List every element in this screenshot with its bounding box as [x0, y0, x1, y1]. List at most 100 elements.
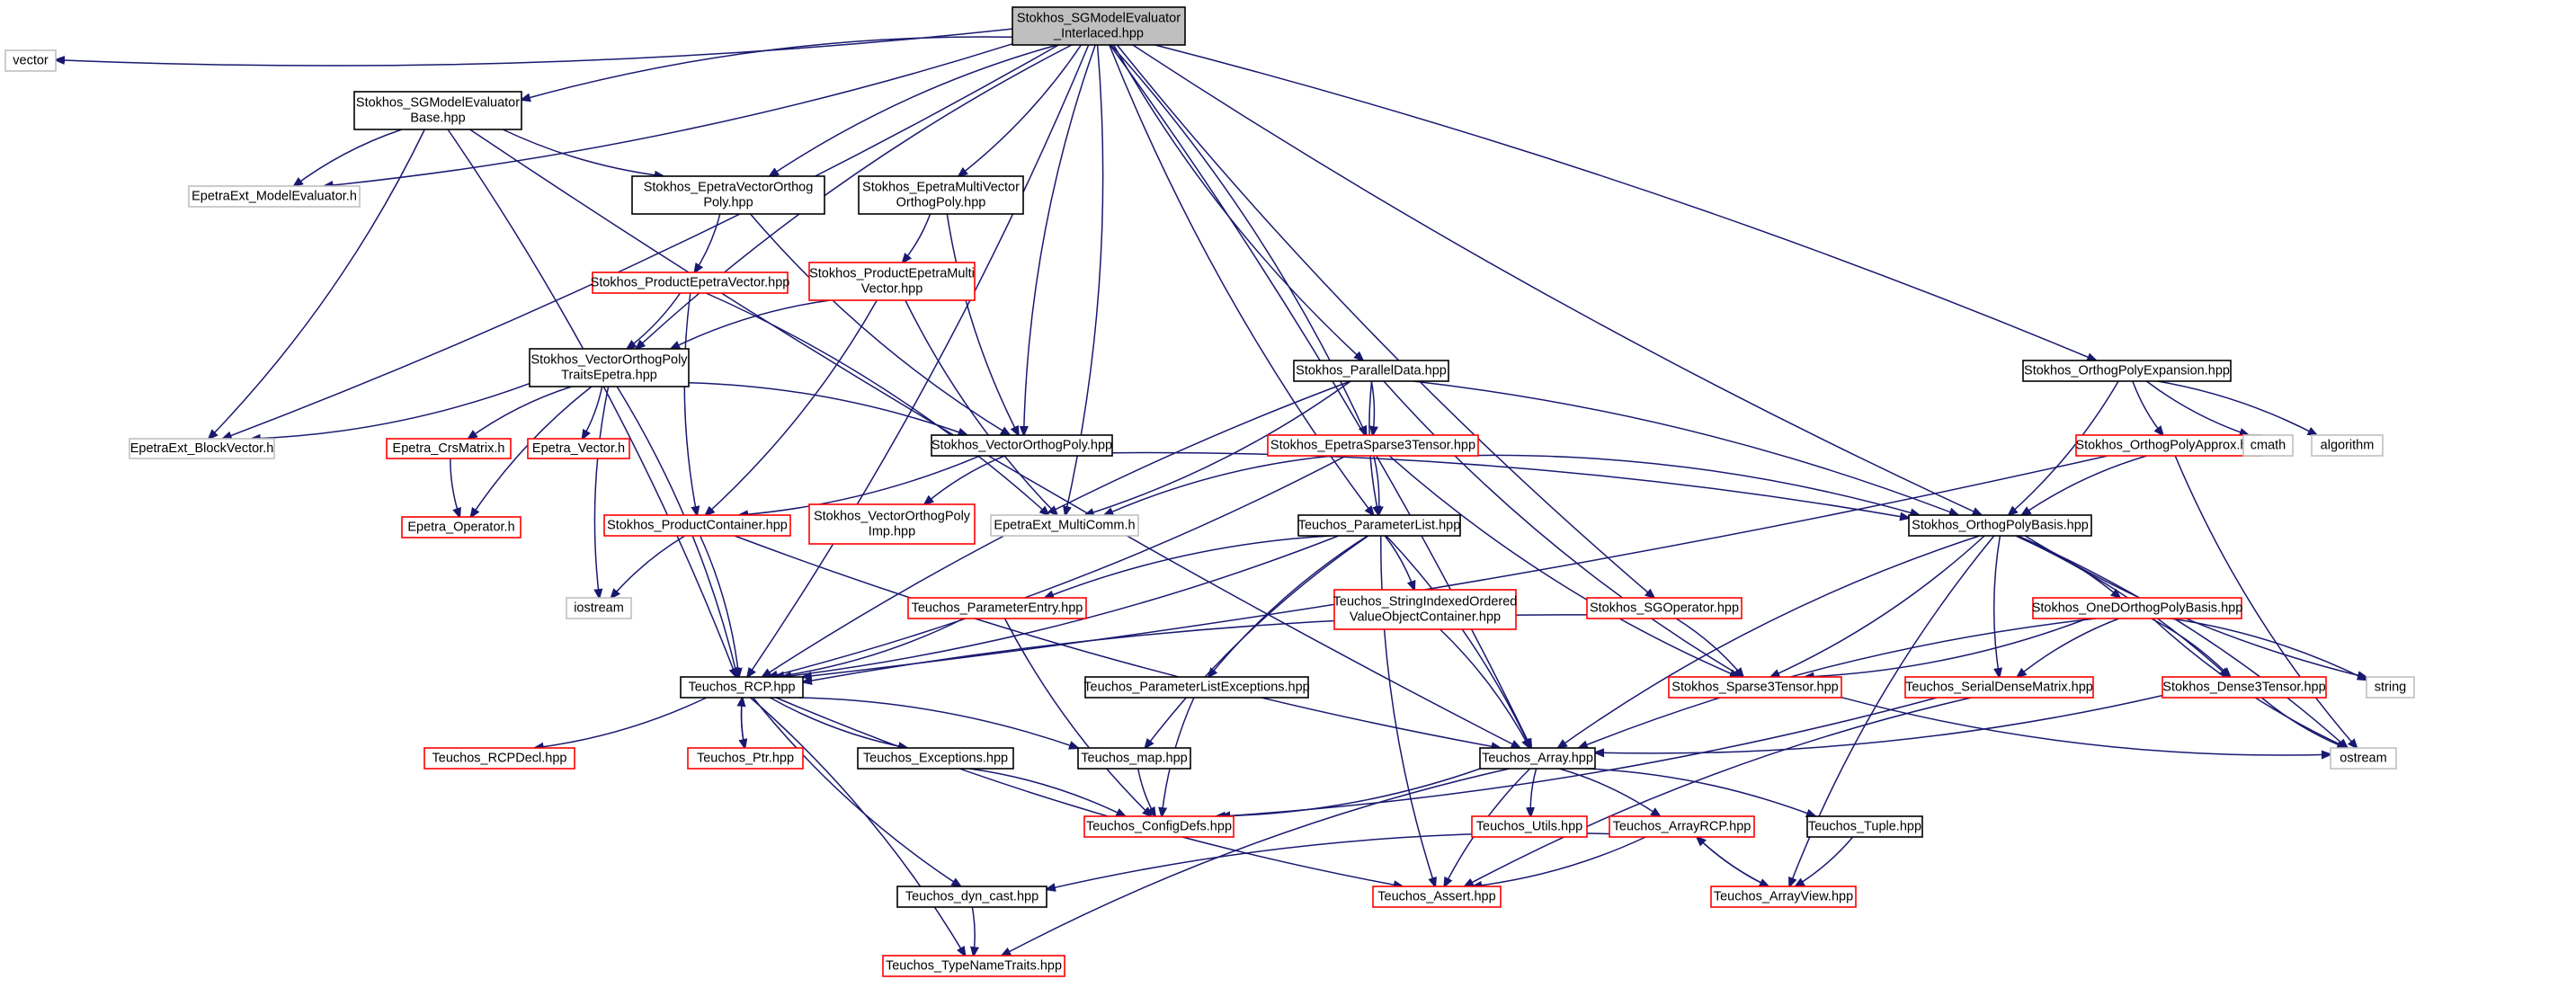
node-label-aview-0: Teuchos_ArrayView.hpp: [1714, 890, 1853, 904]
node-pentry[interactable]: Teuchos_ParameterEntry.hpp: [907, 597, 1087, 619]
node-pdata[interactable]: Stokhos_ParallelData.hpp: [1293, 360, 1449, 382]
node-pc[interactable]: Stokhos_ProductContainer.hpp: [603, 514, 791, 537]
node-algorithm[interactable]: algorithm: [2311, 434, 2384, 457]
node-d3t[interactable]: Stokhos_Dense3Tensor.hpp: [2162, 676, 2327, 699]
edge-pentry-to-rcp: [775, 618, 965, 677]
node-box-multicomm: [990, 514, 1139, 537]
node-array[interactable]: Teuchos_Array.hpp: [1479, 747, 1596, 770]
node-ptr[interactable]: Teuchos_Ptr.hpp: [687, 747, 804, 770]
edge-opapprox-to-opbasis: [2022, 455, 2148, 515]
node-label-vopte-0: Stokhos_VectorOrthogPoly: [530, 353, 688, 368]
edge-odopb-to-d3t: [2151, 618, 2231, 677]
node-evec[interactable]: Epetra_Vector.h: [527, 438, 630, 459]
node-ostream[interactable]: ostream: [2330, 747, 2397, 770]
edge-array-to-arcp: [1559, 768, 1660, 816]
node-s3t[interactable]: Stokhos_Sparse3Tensor.hpp: [1668, 676, 1842, 699]
node-opexp[interactable]: Stokhos_OrthogPolyExpansion.hpp: [2022, 360, 2232, 382]
node-cmath[interactable]: cmath: [2242, 434, 2294, 457]
node-assert[interactable]: Teuchos_Assert.hpp: [1372, 886, 1502, 908]
node-rcp[interactable]: Teuchos_RCP.hpp: [680, 676, 804, 699]
edge-odopb-to-s3t: [1805, 618, 2088, 677]
node-tnt[interactable]: Teuchos_TypeNameTraits.hpp: [882, 955, 1065, 977]
node-rcpdecl[interactable]: Teuchos_RCPDecl.hpp: [423, 747, 575, 770]
node-aview[interactable]: Teuchos_ArrayView.hpp: [1710, 886, 1857, 908]
edge-opapprox-to-ostream: [2174, 455, 2357, 748]
node-label-pev-0: Stokhos_ProductEpetraVector.hpp: [591, 276, 790, 290]
node-opbasis[interactable]: Stokhos_OrthogPolyBasis.hpp: [1908, 514, 2092, 537]
edge-sgme_base-to-rcp: [447, 129, 736, 677]
node-box-cmath: [2242, 434, 2294, 457]
edge-pc-to-rcp: [700, 535, 739, 677]
node-box-pc: [603, 514, 791, 537]
node-arcp[interactable]: Teuchos_ArrayRCP.hpp: [1609, 815, 1755, 838]
edge-pdata-to-rcp: [762, 380, 1351, 677]
node-pev[interactable]: Stokhos_ProductEpetraVector.hpp: [591, 271, 790, 294]
node-label-odopb-0: Stokhos_OneDOrthogPolyBasis.hpp: [2032, 601, 2243, 616]
edge-es3t-to-multicomm: [1104, 455, 1333, 515]
edge-rcp-to-tnt: [750, 697, 966, 956]
node-box-excs: [857, 747, 1014, 770]
edge-rcp-to-dyncast: [753, 697, 961, 886]
node-plist[interactable]: Teuchos_ParameterList.hpp: [1297, 514, 1461, 537]
node-sdm[interactable]: Teuchos_SerialDenseMatrix.hpp: [1904, 676, 2094, 699]
node-plexc[interactable]: Teuchos_ParameterListExceptions.hpp: [1083, 676, 1310, 699]
node-eop[interactable]: Epetra_Operator.h: [401, 516, 521, 539]
edge-pdata-to-es3t: [1371, 380, 1374, 435]
node-label-opapprox-0: Stokhos_OrthogPolyApprox.hpp: [2075, 439, 2261, 453]
node-map[interactable]: Teuchos_map.hpp: [1077, 747, 1191, 770]
node-dyncast[interactable]: Teuchos_dyn_cast.hpp: [896, 886, 1047, 908]
node-label-rcp-0: Teuchos_RCP.hpp: [688, 681, 795, 695]
node-vop[interactable]: Stokhos_VectorOrthogPoly.hpp: [931, 434, 1113, 457]
node-blockvec[interactable]: EpetraExt_BlockVector.h: [129, 438, 275, 459]
node-box-sgop: [1586, 597, 1743, 619]
node-label-array-0: Teuchos_Array.hpp: [1482, 752, 1593, 766]
node-label-sio-1: ValueObjectContainer.hpp: [1350, 610, 1501, 625]
node-string[interactable]: string: [2366, 676, 2415, 699]
node-root[interactable]: Stokhos_SGModelEvaluator_Interlaced.hpp: [1012, 6, 1186, 46]
node-sgop[interactable]: Stokhos_SGOperator.hpp: [1586, 597, 1743, 619]
edge-vopte-to-iostream: [594, 386, 610, 598]
node-label-arcp-0: Teuchos_ArrayRCP.hpp: [1613, 820, 1752, 834]
node-excs[interactable]: Teuchos_Exceptions.hpp: [857, 747, 1014, 770]
edge-map-to-config: [1136, 768, 1155, 816]
node-box-opbasis: [1908, 514, 2092, 537]
node-label-assert-0: Teuchos_Assert.hpp: [1377, 890, 1495, 904]
node-label-tnt-0: Teuchos_TypeNameTraits.hpp: [886, 959, 1062, 974]
edge-plist-to-map: [1145, 535, 1369, 748]
node-config[interactable]: Teuchos_ConfigDefs.hpp: [1083, 815, 1235, 838]
node-opapprox[interactable]: Stokhos_OrthogPolyApprox.hpp: [2075, 434, 2262, 457]
node-utils[interactable]: Teuchos_Utils.hpp: [1471, 815, 1588, 838]
node-iostream[interactable]: iostream: [566, 597, 632, 619]
node-vector[interactable]: vector: [4, 49, 57, 72]
edge-opbasis-to-sdm: [1994, 535, 2001, 677]
edge-root-to-opexp: [1154, 44, 2097, 360]
node-tuple[interactable]: Teuchos_Tuple.hpp: [1806, 815, 1923, 838]
node-label-pentry-0: Teuchos_ParameterEntry.hpp: [912, 601, 1083, 616]
edge-vop-to-pc: [739, 455, 981, 515]
node-es3t[interactable]: Stokhos_EpetraSparse3Tensor.hpp: [1267, 434, 1479, 457]
node-multicomm[interactable]: EpetraExt_MultiComm.h: [990, 514, 1139, 537]
edge-root-to-vopte: [637, 44, 1073, 349]
node-epetraext_me[interactable]: EpetraExt_ModelEvaluator.h: [188, 185, 361, 208]
edge-root-to-rcp: [747, 44, 1090, 677]
node-label-dyncast-0: Teuchos_dyn_cast.hpp: [905, 890, 1038, 904]
edge-evop-to-vop: [750, 213, 1010, 435]
edge-pdata-to-s3t: [1383, 380, 1743, 677]
edge-root-to-sgme_base: [521, 36, 1013, 100]
node-box-aview: [1710, 886, 1857, 908]
node-label-es3t-0: Stokhos_EpetraSparse3Tensor.hpp: [1270, 439, 1475, 453]
node-label-sgme_base-1: Base.hpp: [410, 111, 465, 126]
node-sio[interactable]: Teuchos_StringIndexedOrderedValueObjectC…: [1333, 589, 1518, 630]
edge-aview-to-arcp: [1697, 837, 1769, 887]
node-crs[interactable]: Epetra_CrsMatrix.h: [386, 438, 512, 459]
file-nodes: Stokhos_SGModelEvaluator_Interlaced.hppv…: [4, 6, 2415, 977]
node-label-plexc-0: Teuchos_ParameterListExceptions.hpp: [1083, 681, 1309, 695]
edge-pemv-to-multicomm: [905, 299, 1057, 515]
node-odopb[interactable]: Stokhos_OneDOrthogPolyBasis.hpp: [2032, 597, 2243, 619]
